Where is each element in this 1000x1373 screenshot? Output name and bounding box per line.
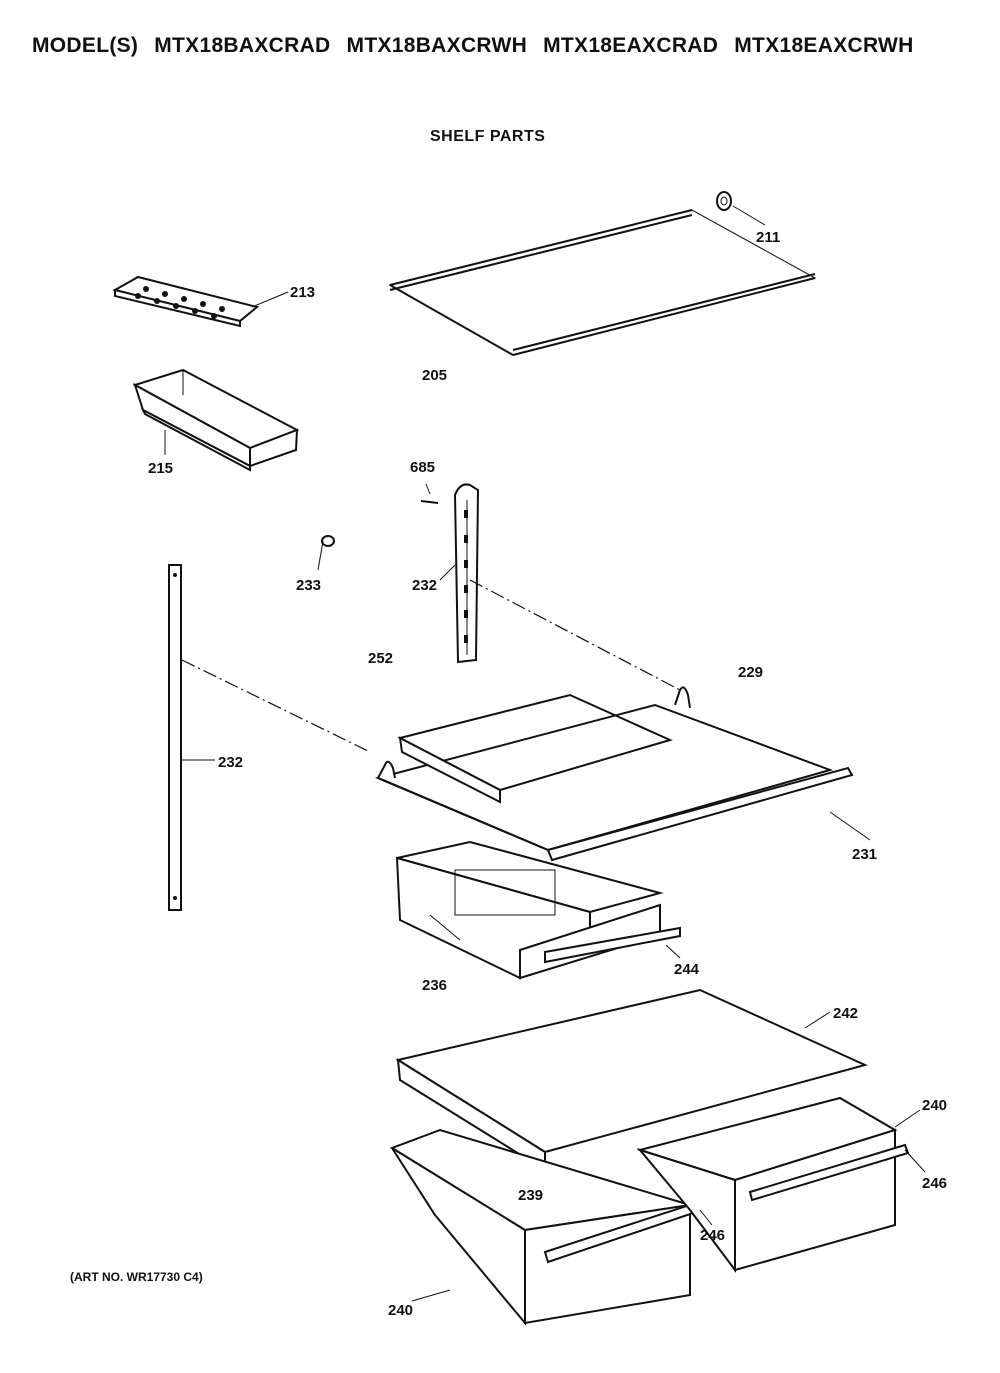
shelf-trim-231 — [546, 766, 871, 862]
leader-line — [699, 1209, 713, 1226]
part-number-213: 213 — [290, 284, 315, 301]
part-number-205: 205 — [422, 367, 447, 384]
part-number-239: 239 — [518, 1187, 543, 1204]
model-number: MTX18EAXCRAD — [543, 34, 719, 57]
crisper-drawer-240-left — [389, 1128, 710, 1326]
art-number: (ART NO. WR17730 C4) — [70, 1270, 203, 1284]
part-number-242: 242 — [833, 1005, 858, 1022]
shelf-rail-232-left — [168, 564, 215, 911]
screw-685 — [420, 483, 439, 504]
shelf-rail-232-right — [439, 483, 480, 664]
part-number-246: 246 — [922, 1175, 947, 1192]
part-number-685: 685 — [410, 459, 435, 476]
part-number-231: 231 — [852, 846, 877, 863]
shelf-insert-252 — [397, 693, 673, 804]
spacer-233 — [317, 535, 335, 571]
part-number-244: 244 — [674, 961, 700, 978]
model-list: MODEL(S) MTX18BAXCRAD MTX18BAXCRWH MTX18EAX… — [32, 34, 992, 58]
section-title: SHELF PARTS — [430, 128, 546, 145]
shelf-229 — [374, 686, 834, 852]
part-number-232: 232 — [218, 754, 243, 771]
part-number-233: 233 — [296, 577, 321, 594]
models-label: MODEL(S) — [32, 34, 139, 57]
egg-tray-213 — [112, 275, 289, 328]
part-number-252: 252 — [368, 650, 393, 667]
part-number-240: 240 — [922, 1097, 947, 1114]
alignment-line — [181, 659, 371, 753]
part-number-246: 246 — [700, 1227, 725, 1244]
model-number: MTX18BAXCRAD — [154, 34, 331, 57]
shelf-clip-211 — [716, 191, 766, 226]
part-number-215: 215 — [148, 460, 173, 477]
crisper-drawer-240-right — [636, 1096, 926, 1273]
wire-shelf-205 — [388, 209, 817, 356]
part-number-232: 232 — [412, 577, 437, 594]
part-number-240: 240 — [388, 1302, 413, 1319]
meat-pan-236 — [395, 840, 664, 980]
pan-handle-244 — [544, 926, 681, 964]
part-number-236: 236 — [422, 977, 447, 994]
alignment-line — [469, 579, 681, 691]
model-number: MTX18BAXCRWH — [346, 34, 528, 57]
part-number-229: 229 — [738, 664, 763, 681]
door-bin-215 — [132, 368, 300, 472]
part-number-211: 211 — [756, 229, 780, 246]
model-number: MTX18EAXCRWH — [734, 34, 914, 57]
